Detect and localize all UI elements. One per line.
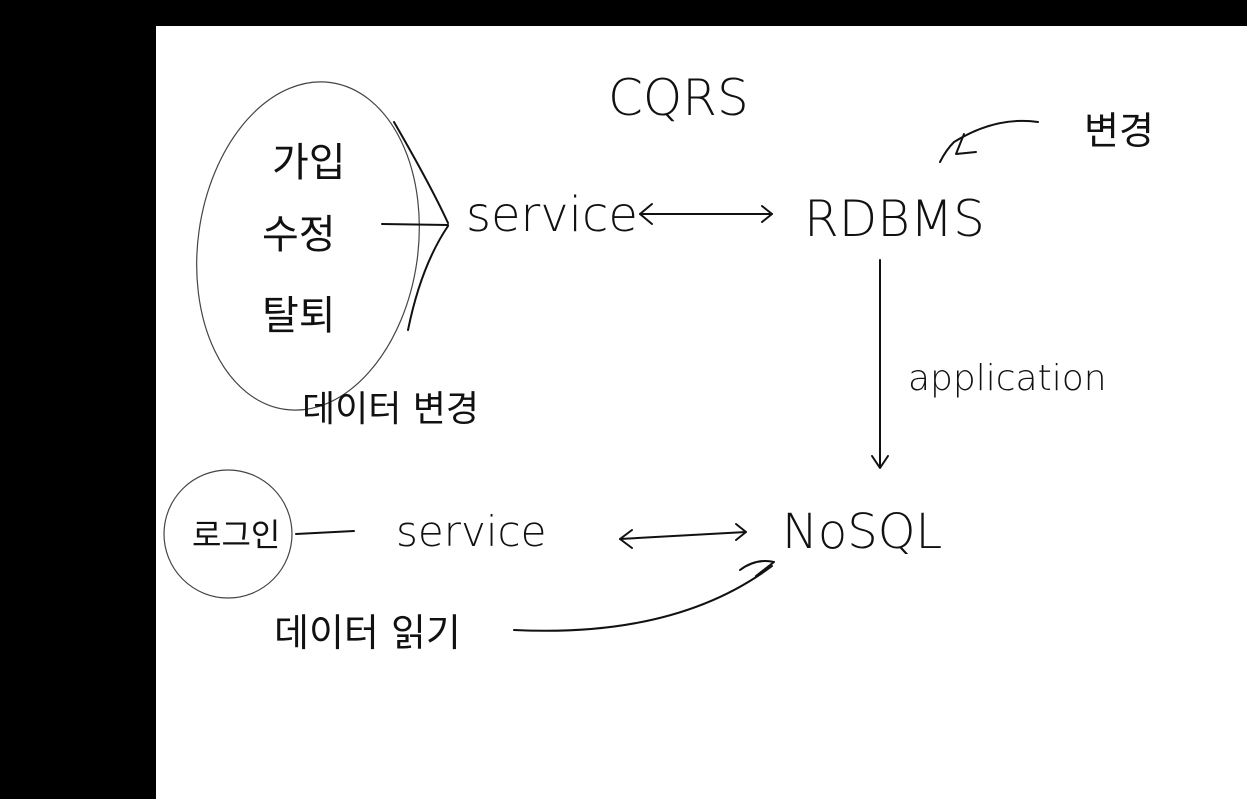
query-caption: 데이터 읽기 [274,611,461,655]
command-arrowhead-left [639,203,653,225]
action-withdraw: 탈퇴 [262,293,336,339]
action-update: 수정 [262,212,336,258]
diagram-title: CQRS [608,69,749,127]
command-line-bottom [407,225,449,331]
command-actions-circle [196,81,420,411]
command-caption: 데이터 변경 [302,389,479,430]
cqrs-diagram: CQRS 가입 수정 탈퇴 데이터 변경 service RDBMS 변경 ap… [163,69,1154,655]
sync-label: application [908,358,1107,399]
rdbms-store: RDBMS [804,190,985,248]
command-line-top [393,121,449,224]
command-arrowhead-right [761,205,773,223]
action-signup: 가입 [272,140,346,186]
sync-arrowhead [871,455,889,469]
read-curve-arrowhead [739,560,775,577]
action-login: 로그인 [192,516,280,554]
query-line [295,530,355,535]
command-service: service [466,187,638,243]
nosql-store: NoSQL [782,504,942,560]
query-service: service [396,507,546,556]
query-bidirectional-arrow [619,531,747,540]
query-arrowhead-left [619,529,633,549]
query-arrowhead-right [735,523,747,541]
command-line-middle [381,223,449,226]
read-curve [513,565,773,632]
change-note-arrow [939,119,1039,163]
change-note-arrowhead [955,133,977,155]
change-note: 변경 [1084,109,1154,153]
query-action-circle [163,469,293,599]
whiteboard-canvas: CQRS 가입 수정 탈퇴 데이터 변경 service RDBMS 변경 ap… [156,26,1247,799]
